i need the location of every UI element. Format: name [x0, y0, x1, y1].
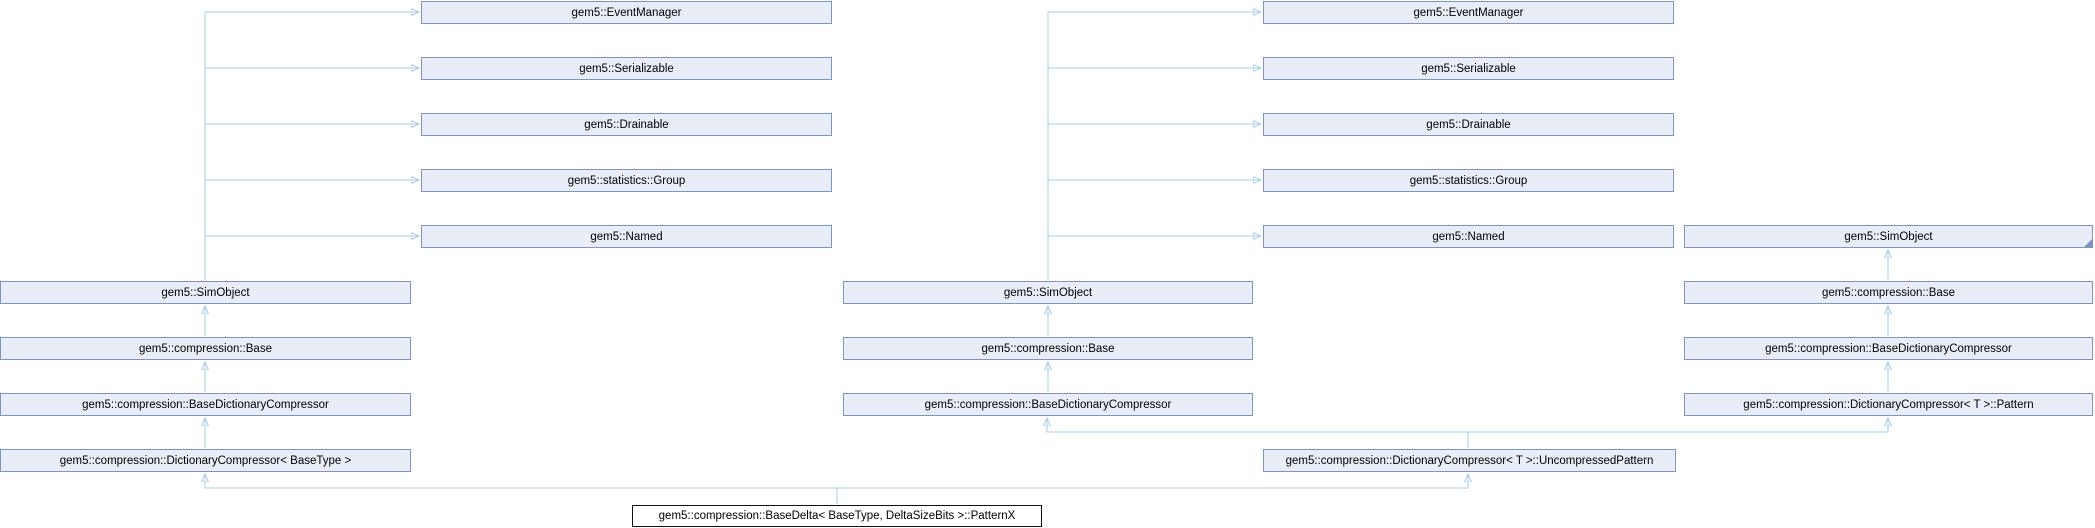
class-node-left-eventmanager[interactable]: gem5::EventManager [421, 1, 832, 24]
class-node-label: gem5::compression::DictionaryCompressor<… [1743, 398, 2034, 411]
class-node-label: gem5::Drainable [1426, 118, 1511, 131]
class-node-mid-named[interactable]: gem5::Named [1263, 225, 1674, 248]
class-node-label: gem5::statistics::Group [567, 174, 686, 187]
class-node-label: gem5::compression::Base [981, 342, 1115, 355]
class-node-left-compression-base[interactable]: gem5::compression::Base [0, 337, 411, 360]
class-node-label: gem5::Named [1432, 230, 1505, 243]
class-node-mid-simobject[interactable]: gem5::SimObject [843, 281, 1253, 304]
class-node-left-simobject[interactable]: gem5::SimObject [0, 281, 411, 304]
class-node-left-statistics-group[interactable]: gem5::statistics::Group [421, 169, 832, 192]
inheritance-edge-patternx-to-uncompressedpattern [836, 474, 1468, 504]
class-node-label: gem5::compression::BaseDictionaryCompres… [924, 398, 1172, 411]
class-node-right-simobject[interactable]: gem5::SimObject [1684, 225, 2093, 248]
class-node-label: gem5::compression::Base [1822, 286, 1955, 299]
class-node-left-named[interactable]: gem5::Named [421, 225, 832, 248]
class-node-label: gem5::SimObject [161, 286, 250, 299]
class-node-label: gem5::compression::BaseDelta< BaseType, … [658, 510, 1016, 522]
class-node-left-basedictionarycompressor[interactable]: gem5::compression::BaseDictionaryCompres… [0, 393, 411, 416]
class-node-mid-basedictionarycompressor[interactable]: gem5::compression::BaseDictionaryCompres… [843, 393, 1253, 416]
class-node-right-basedictionarycompressor[interactable]: gem5::compression::BaseDictionaryCompres… [1684, 337, 2093, 360]
class-node-left-drainable[interactable]: gem5::Drainable [421, 113, 832, 136]
class-node-label: gem5::Serializable [1421, 62, 1516, 75]
class-node-label: gem5::Serializable [579, 62, 674, 75]
inheritance-edge-patternx-to-left-dictcomp [205, 474, 838, 504]
inheritance-edge-uncompressedpattern-to-mid-basedict [1047, 418, 1469, 448]
class-node-mid-eventmanager[interactable]: gem5::EventManager [1263, 1, 1674, 24]
folded-corner-icon [2083, 238, 2093, 248]
class-node-label: gem5::SimObject [1003, 286, 1093, 299]
class-node-label: gem5::EventManager [1413, 6, 1524, 19]
class-node-uncompressedpattern[interactable]: gem5::compression::DictionaryCompressor<… [1263, 449, 1676, 472]
class-node-basedelta-patternx: gem5::compression::BaseDelta< BaseType, … [632, 505, 1042, 527]
class-node-label: gem5::statistics::Group [1409, 174, 1528, 187]
class-node-mid-serializable[interactable]: gem5::Serializable [1263, 57, 1674, 80]
class-node-left-serializable[interactable]: gem5::Serializable [421, 57, 832, 80]
class-node-right-compression-base[interactable]: gem5::compression::Base [1684, 281, 2093, 304]
class-node-label: gem5::compression::DictionaryCompressor<… [59, 454, 352, 467]
class-node-label: gem5::EventManager [571, 6, 682, 19]
class-node-label: gem5::compression::BaseDictionaryCompres… [1765, 342, 2012, 355]
class-node-mid-statistics-group[interactable]: gem5::statistics::Group [1263, 169, 1674, 192]
class-node-label: gem5::Named [590, 230, 663, 243]
class-node-mid-compression-base[interactable]: gem5::compression::Base [843, 337, 1253, 360]
class-node-label: gem5::compression::Base [139, 342, 272, 355]
class-node-label: gem5::SimObject [1844, 230, 1933, 243]
inheritance-edge-uncompressedpattern-to-right-pattern [1467, 418, 1888, 448]
class-node-label: gem5::compression::DictionaryCompressor<… [1285, 454, 1654, 467]
class-node-label: gem5::Drainable [584, 118, 669, 131]
class-node-label: gem5::compression::BaseDictionaryCompres… [82, 398, 329, 411]
class-node-left-dictionarycompressor-basetype[interactable]: gem5::compression::DictionaryCompressor<… [0, 449, 411, 472]
class-node-mid-drainable[interactable]: gem5::Drainable [1263, 113, 1674, 136]
class-node-right-dictionarycompressor-pattern[interactable]: gem5::compression::DictionaryCompressor<… [1684, 393, 2093, 416]
